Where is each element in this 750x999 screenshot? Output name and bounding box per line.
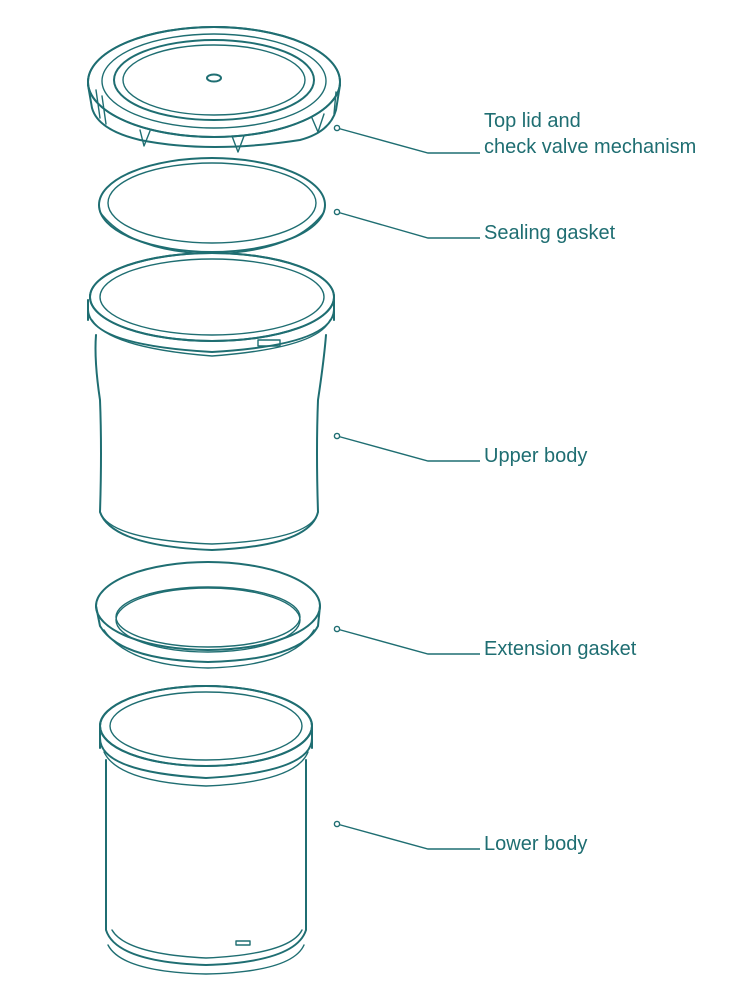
label-lower-body-text: Lower body — [484, 833, 588, 855]
label-top-lid-line-2: check valve mechanism — [484, 136, 697, 158]
label-sealing-gasket-text: Sealing gasket — [484, 222, 616, 244]
sealing-gasket-drawing — [98, 157, 326, 255]
upper-body-drawing — [87, 252, 335, 551]
label-sealing-gasket: Sealing gasket — [484, 220, 615, 246]
label-lower-body: Lower body — [484, 831, 587, 857]
leader-extension-gasket — [333, 625, 480, 655]
top-lid-drawing — [87, 26, 341, 153]
extension-gasket-drawing — [95, 561, 321, 669]
lower-body-drawing — [99, 685, 313, 975]
label-upper-body-text: Upper body — [484, 445, 588, 467]
leader-top-lid — [333, 124, 480, 154]
label-upper-body: Upper body — [484, 443, 587, 469]
label-top-lid-line-1: Top lid and — [484, 110, 581, 132]
label-extension-gasket: Extension gasket — [484, 636, 636, 662]
leader-upper-body — [333, 432, 480, 462]
leader-sealing-gasket — [333, 208, 480, 239]
label-top-lid: Top lid and check valve mechanism — [484, 108, 696, 160]
leader-lower-body — [333, 820, 480, 850]
label-extension-gasket-text: Extension gasket — [484, 638, 637, 660]
